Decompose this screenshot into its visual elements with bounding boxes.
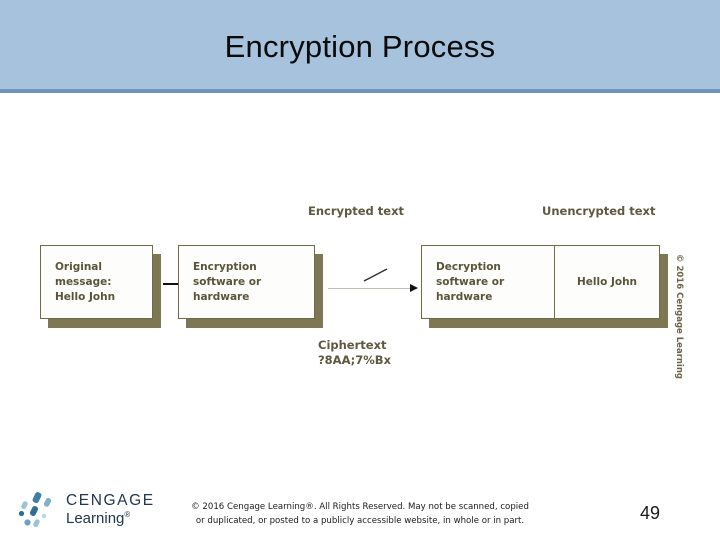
box-original-message: Original message: Hello John	[40, 245, 161, 328]
box-label: Hello John	[576, 275, 638, 288]
box-label: Encryption software or hardware	[193, 260, 262, 303]
footer-copyright-line-1: © 2016 Cengage Learning®. All Rights Res…	[191, 502, 529, 512]
box-decrypted-message: Hello John	[554, 245, 668, 328]
page-title: Encryption Process	[224, 29, 496, 64]
slide-header-band	[0, 0, 720, 93]
box-face: Decryption software or hardware	[421, 245, 558, 319]
footer-copyright-line-2: or duplicated, or posted to a publicly a…	[195, 516, 525, 526]
label-unencrypted-text: Unencrypted text	[542, 204, 656, 218]
box-label: Original message: Hello John	[55, 260, 116, 303]
box-label: Decryption software or hardware	[436, 260, 505, 303]
cengage-logo: CENGAGE Learning®	[18, 489, 158, 534]
arrow-encryption-to-decryption	[328, 283, 418, 293]
box-face: Hello John	[554, 245, 660, 319]
cengage-logo-subword-text: Learning	[66, 510, 125, 527]
footer-copyright: © 2016 Cengage Learning®. All Rights Res…	[150, 500, 570, 528]
cengage-logo-mark-icon	[18, 492, 52, 528]
encryption-process-diagram: Encrypted text Unencrypted text Original…	[0, 93, 720, 463]
cengage-logo-wordmark: CENGAGE	[66, 492, 155, 509]
cengage-logo-subword: Learning®	[66, 510, 130, 527]
registered-mark: ®	[124, 510, 131, 519]
page-number: 49	[640, 503, 661, 523]
box-face: Encryption software or hardware	[178, 245, 315, 319]
box-decryption-engine: Decryption software or hardware	[421, 245, 566, 328]
vertical-copyright-credit: © 2016 Cengage Learning	[674, 254, 684, 379]
ciphertext-slash-icon	[363, 268, 388, 282]
label-ciphertext: Ciphertext ?8AA;7%Bx	[318, 338, 391, 367]
box-face: Original message: Hello John	[40, 245, 153, 319]
label-encrypted-text: Encrypted text	[308, 204, 405, 218]
box-encryption-engine: Encryption software or hardware	[178, 245, 323, 328]
